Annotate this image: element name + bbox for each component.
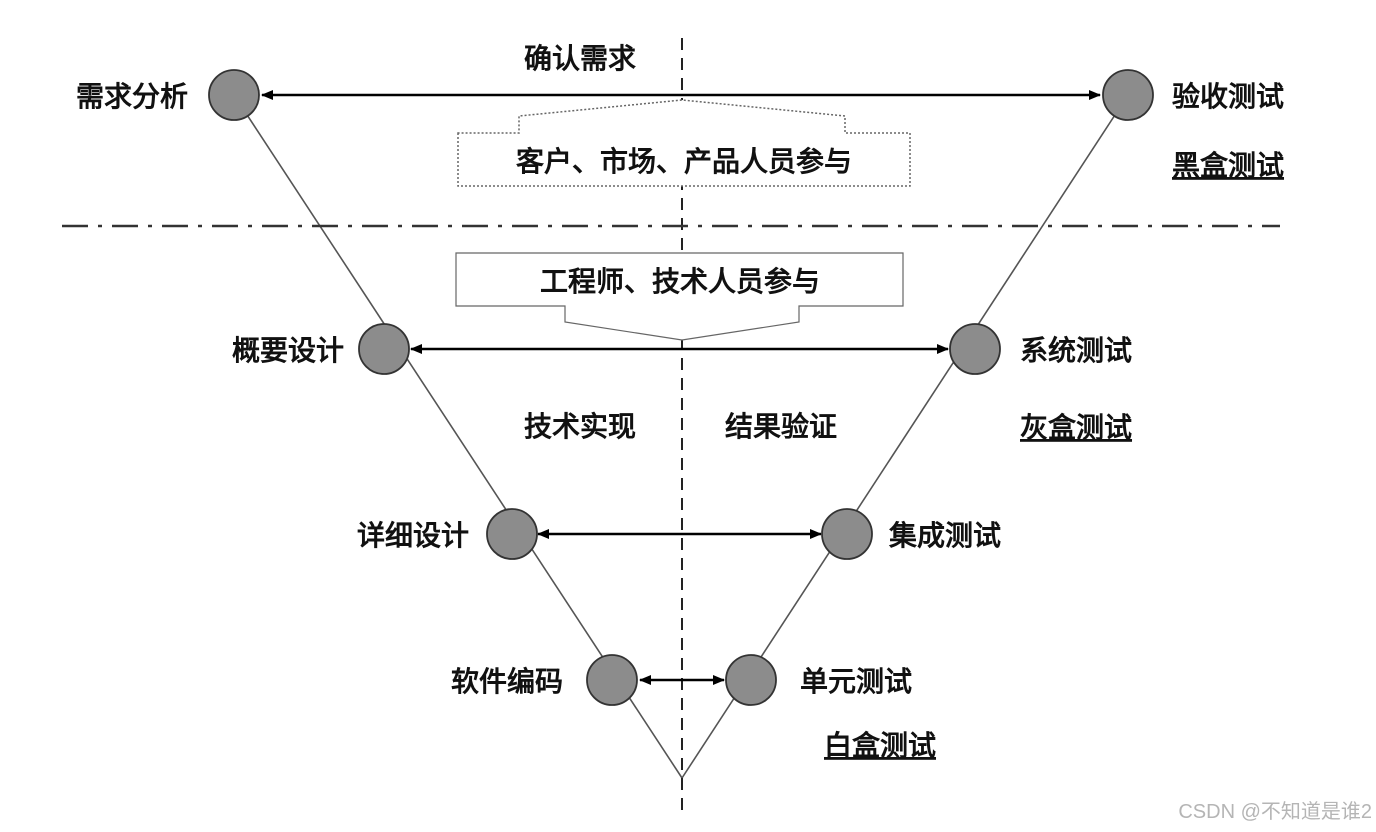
result-verification-label: 结果验证	[725, 410, 837, 443]
customer-box-label: 客户、市场、产品人员参与	[516, 145, 852, 178]
node-label-system-test: 系统测试	[1020, 334, 1132, 367]
gray-box-test-label: 灰盒测试	[1020, 411, 1132, 444]
node-unit-test	[725, 654, 777, 706]
node-coding	[586, 654, 638, 706]
confirm-requirements-label: 确认需求	[524, 42, 636, 75]
node-integration-test	[821, 508, 873, 560]
tech-implementation-label: 技术实现	[524, 410, 636, 443]
node-label-requirements-analysis: 需求分析	[76, 80, 188, 113]
engineer-box-label: 工程师、技术人员参与	[540, 265, 820, 298]
node-label-integration-test: 集成测试	[888, 519, 1001, 552]
node-label-outline-design: 概要设计	[232, 334, 344, 367]
node-acceptance-test	[1102, 69, 1154, 121]
csdn-watermark: CSDN @不知道是谁2	[1178, 800, 1372, 823]
node-label-detail-design: 详细设计	[357, 519, 469, 552]
node-label-coding: 软件编码	[451, 665, 563, 698]
node-detail-design	[486, 508, 538, 560]
engineer-down-arrow	[455, 252, 904, 341]
node-label-acceptance-test: 验收测试	[1172, 80, 1284, 113]
node-requirements-analysis	[208, 69, 260, 121]
node-system-test	[949, 323, 1001, 375]
customer-up-arrow	[457, 99, 911, 187]
white-box-test-label: 白盒测试	[824, 729, 936, 762]
node-label-unit-test: 单元测试	[800, 665, 912, 698]
black-box-test-label: 黑盒测试	[1172, 149, 1284, 182]
node-outline-design	[358, 323, 410, 375]
